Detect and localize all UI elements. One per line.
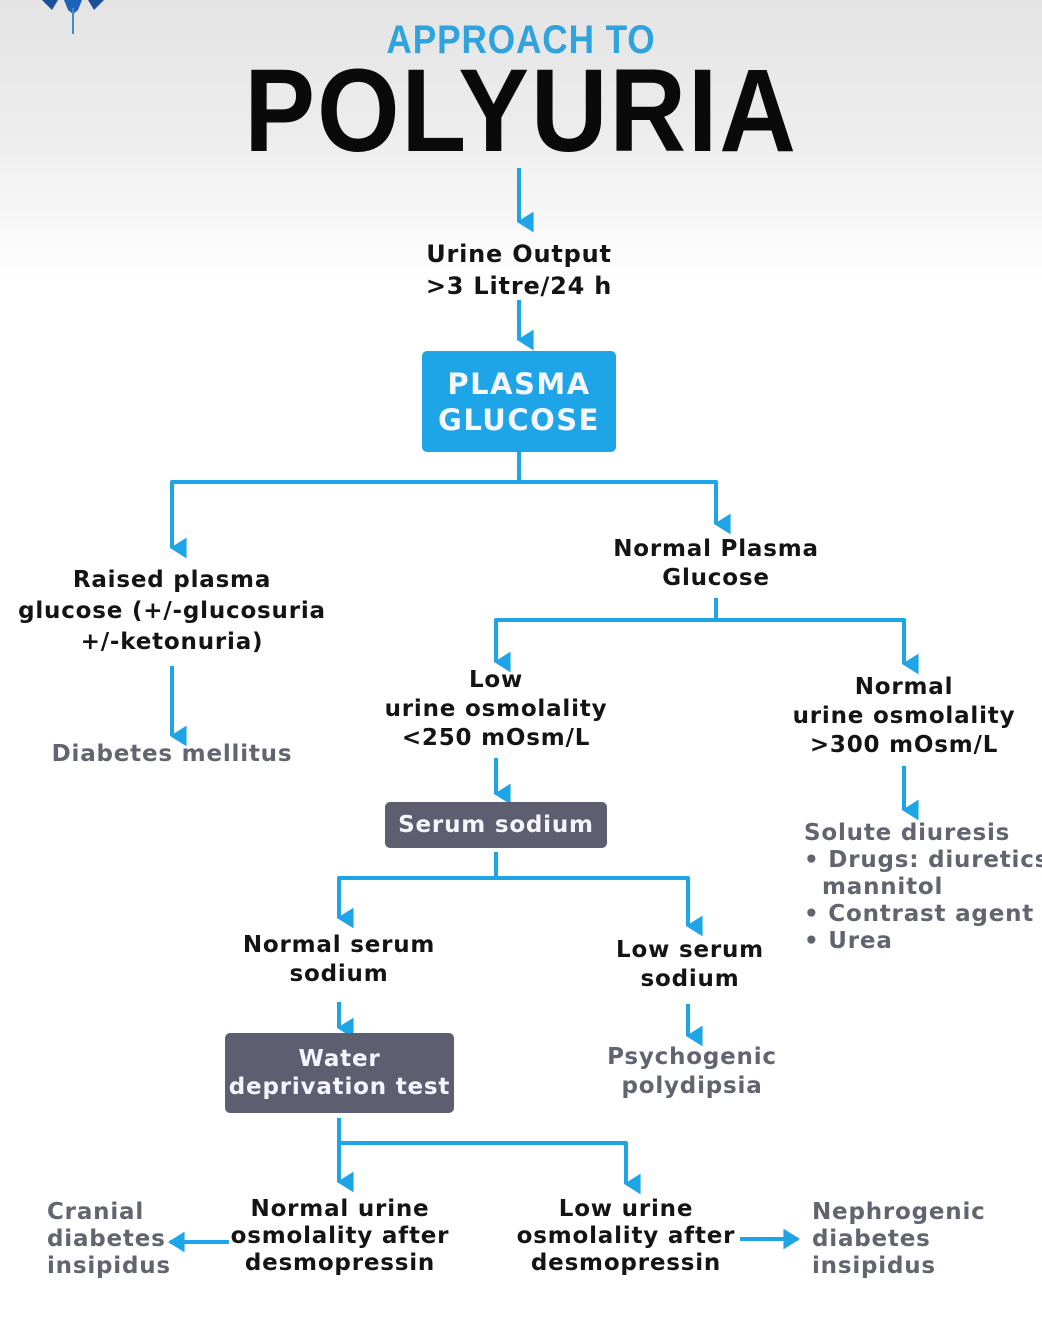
connector-osm-split-left [493, 618, 716, 673]
nephrogenic-di-line-3: insipidus [812, 1253, 936, 1279]
caduceus-wing-icon [42, 0, 104, 34]
urine-output-line-1: Urine Output [426, 240, 612, 268]
normal-glucose-line-1: Normal Plasma [613, 536, 819, 562]
connector-osm-split-right [716, 618, 919, 675]
normal-osmolality-node: Normal urine osmolality >300 mOsm/L [754, 673, 1042, 760]
normal-osmolality-line-2: urine osmolality [792, 703, 1016, 729]
low-urine-after-desmopressin-node: Low urine osmolality after desmopressin [476, 1196, 776, 1277]
serum-sodium-box: Serum sodium [385, 802, 607, 848]
header-background [0, 0, 1042, 280]
solute-diuresis-heading: Solute diuresis [804, 820, 1011, 846]
urine-output-node: Urine Output >3 Litre/24 h [369, 238, 669, 302]
low-after-ddavp-line-3: desmopressin [530, 1250, 722, 1276]
psychogenic-polydipsia-outcome: Psychogenic polydipsia [542, 1043, 842, 1101]
water-deprivation-line-1: Water [298, 1046, 381, 1072]
solute-diuresis-outcome: Solute diuresis • Drugs: diuretics, mann… [804, 820, 1042, 955]
nephrogenic-di-line-2: diabetes [812, 1226, 931, 1252]
connector-glucose-split-right [519, 480, 731, 535]
cranial-di-line-3: insipidus [47, 1253, 171, 1279]
raised-glucose-line-1: Raised plasma [72, 567, 272, 593]
plasma-glucose-box: PLASMA GLUCOSE [422, 351, 616, 452]
raised-glucose-line-2: glucose (+/-glucosuria [18, 598, 326, 624]
nephrogenic-di-line-1: Nephrogenic [812, 1199, 986, 1225]
psychogenic-polydipsia-line-1: Psychogenic [607, 1044, 777, 1070]
normal-serum-sodium-line-1: Normal serum [242, 932, 436, 958]
cranial-diabetes-insipidus-outcome: Cranial diabetes insipidus [47, 1199, 177, 1280]
solute-item-mannitol: mannitol [822, 874, 944, 900]
plasma-glucose-line-1: PLASMA [447, 366, 591, 401]
normal-urine-after-desmopressin-node: Normal urine osmolality after desmopress… [190, 1196, 490, 1277]
plasma-glucose-line-2: GLUCOSE [438, 402, 600, 437]
normal-serum-sodium-line-2: sodium [289, 961, 389, 987]
raised-glucose-node: Raised plasma glucose (+/-glucosuria +/-… [12, 565, 332, 658]
diabetes-mellitus-outcome: Diabetes mellitus [51, 741, 293, 767]
low-serum-sodium-line-1: Low serum [616, 937, 764, 963]
diagram-subtitle: APPROACH TO [386, 18, 656, 62]
connector-sodium-split-left [336, 876, 496, 929]
low-serum-sodium-node: Low serum sodium [540, 936, 840, 994]
low-osmolality-line-2: urine osmolality [384, 696, 608, 722]
psychogenic-polydipsia-line-2: polydipsia [621, 1073, 763, 1099]
normal-after-ddavp-line-2: osmolality after [230, 1223, 450, 1249]
normal-osmolality-line-1: Normal [854, 674, 954, 700]
normal-after-ddavp-line-1: Normal urine [250, 1196, 430, 1222]
raised-glucose-line-3: +/-ketonuria) [80, 629, 264, 655]
low-after-ddavp-line-2: osmolality after [516, 1223, 736, 1249]
normal-after-ddavp-line-3: desmopressin [244, 1250, 436, 1276]
solute-diuresis-list: • Drugs: diuretics, mannitol • Contrast … [804, 847, 1042, 955]
nephrogenic-diabetes-insipidus-outcome: Nephrogenic diabetes insipidus [812, 1199, 1012, 1280]
water-deprivation-line-2: deprivation test [228, 1074, 451, 1100]
normal-glucose-node: Normal Plasma Glucose [566, 535, 866, 593]
low-after-ddavp-line-1: Low urine [558, 1196, 694, 1222]
diagram-title: POLYURIA [244, 45, 798, 177]
connector-glucose-split-left [169, 480, 519, 559]
low-osmolality-line-3: <250 mOsm/L [401, 725, 591, 751]
connector-sodium-split-right [496, 876, 703, 937]
low-osmolality-line-1: Low [468, 667, 524, 693]
low-serum-sodium-line-2: sodium [640, 966, 740, 992]
solute-item-urea: • Urea [804, 928, 893, 954]
normal-glucose-line-2: Glucose [662, 565, 770, 591]
water-deprivation-test-box: Water deprivation test [225, 1033, 454, 1113]
normal-serum-sodium-node: Normal serum sodium [189, 931, 489, 989]
cranial-di-line-2: diabetes [47, 1226, 166, 1252]
urine-output-line-2: >3 Litre/24 h [425, 272, 613, 300]
solute-item-drugs: • Drugs: diuretics, [804, 847, 1042, 873]
normal-osmolality-line-3: >300 mOsm/L [809, 732, 999, 758]
connector-wdt-split-right [339, 1141, 641, 1195]
solute-item-contrast: • Contrast agent [804, 901, 1035, 927]
cranial-di-line-1: Cranial [47, 1199, 145, 1225]
low-osmolality-node: Low urine osmolality <250 mOsm/L [346, 666, 646, 753]
